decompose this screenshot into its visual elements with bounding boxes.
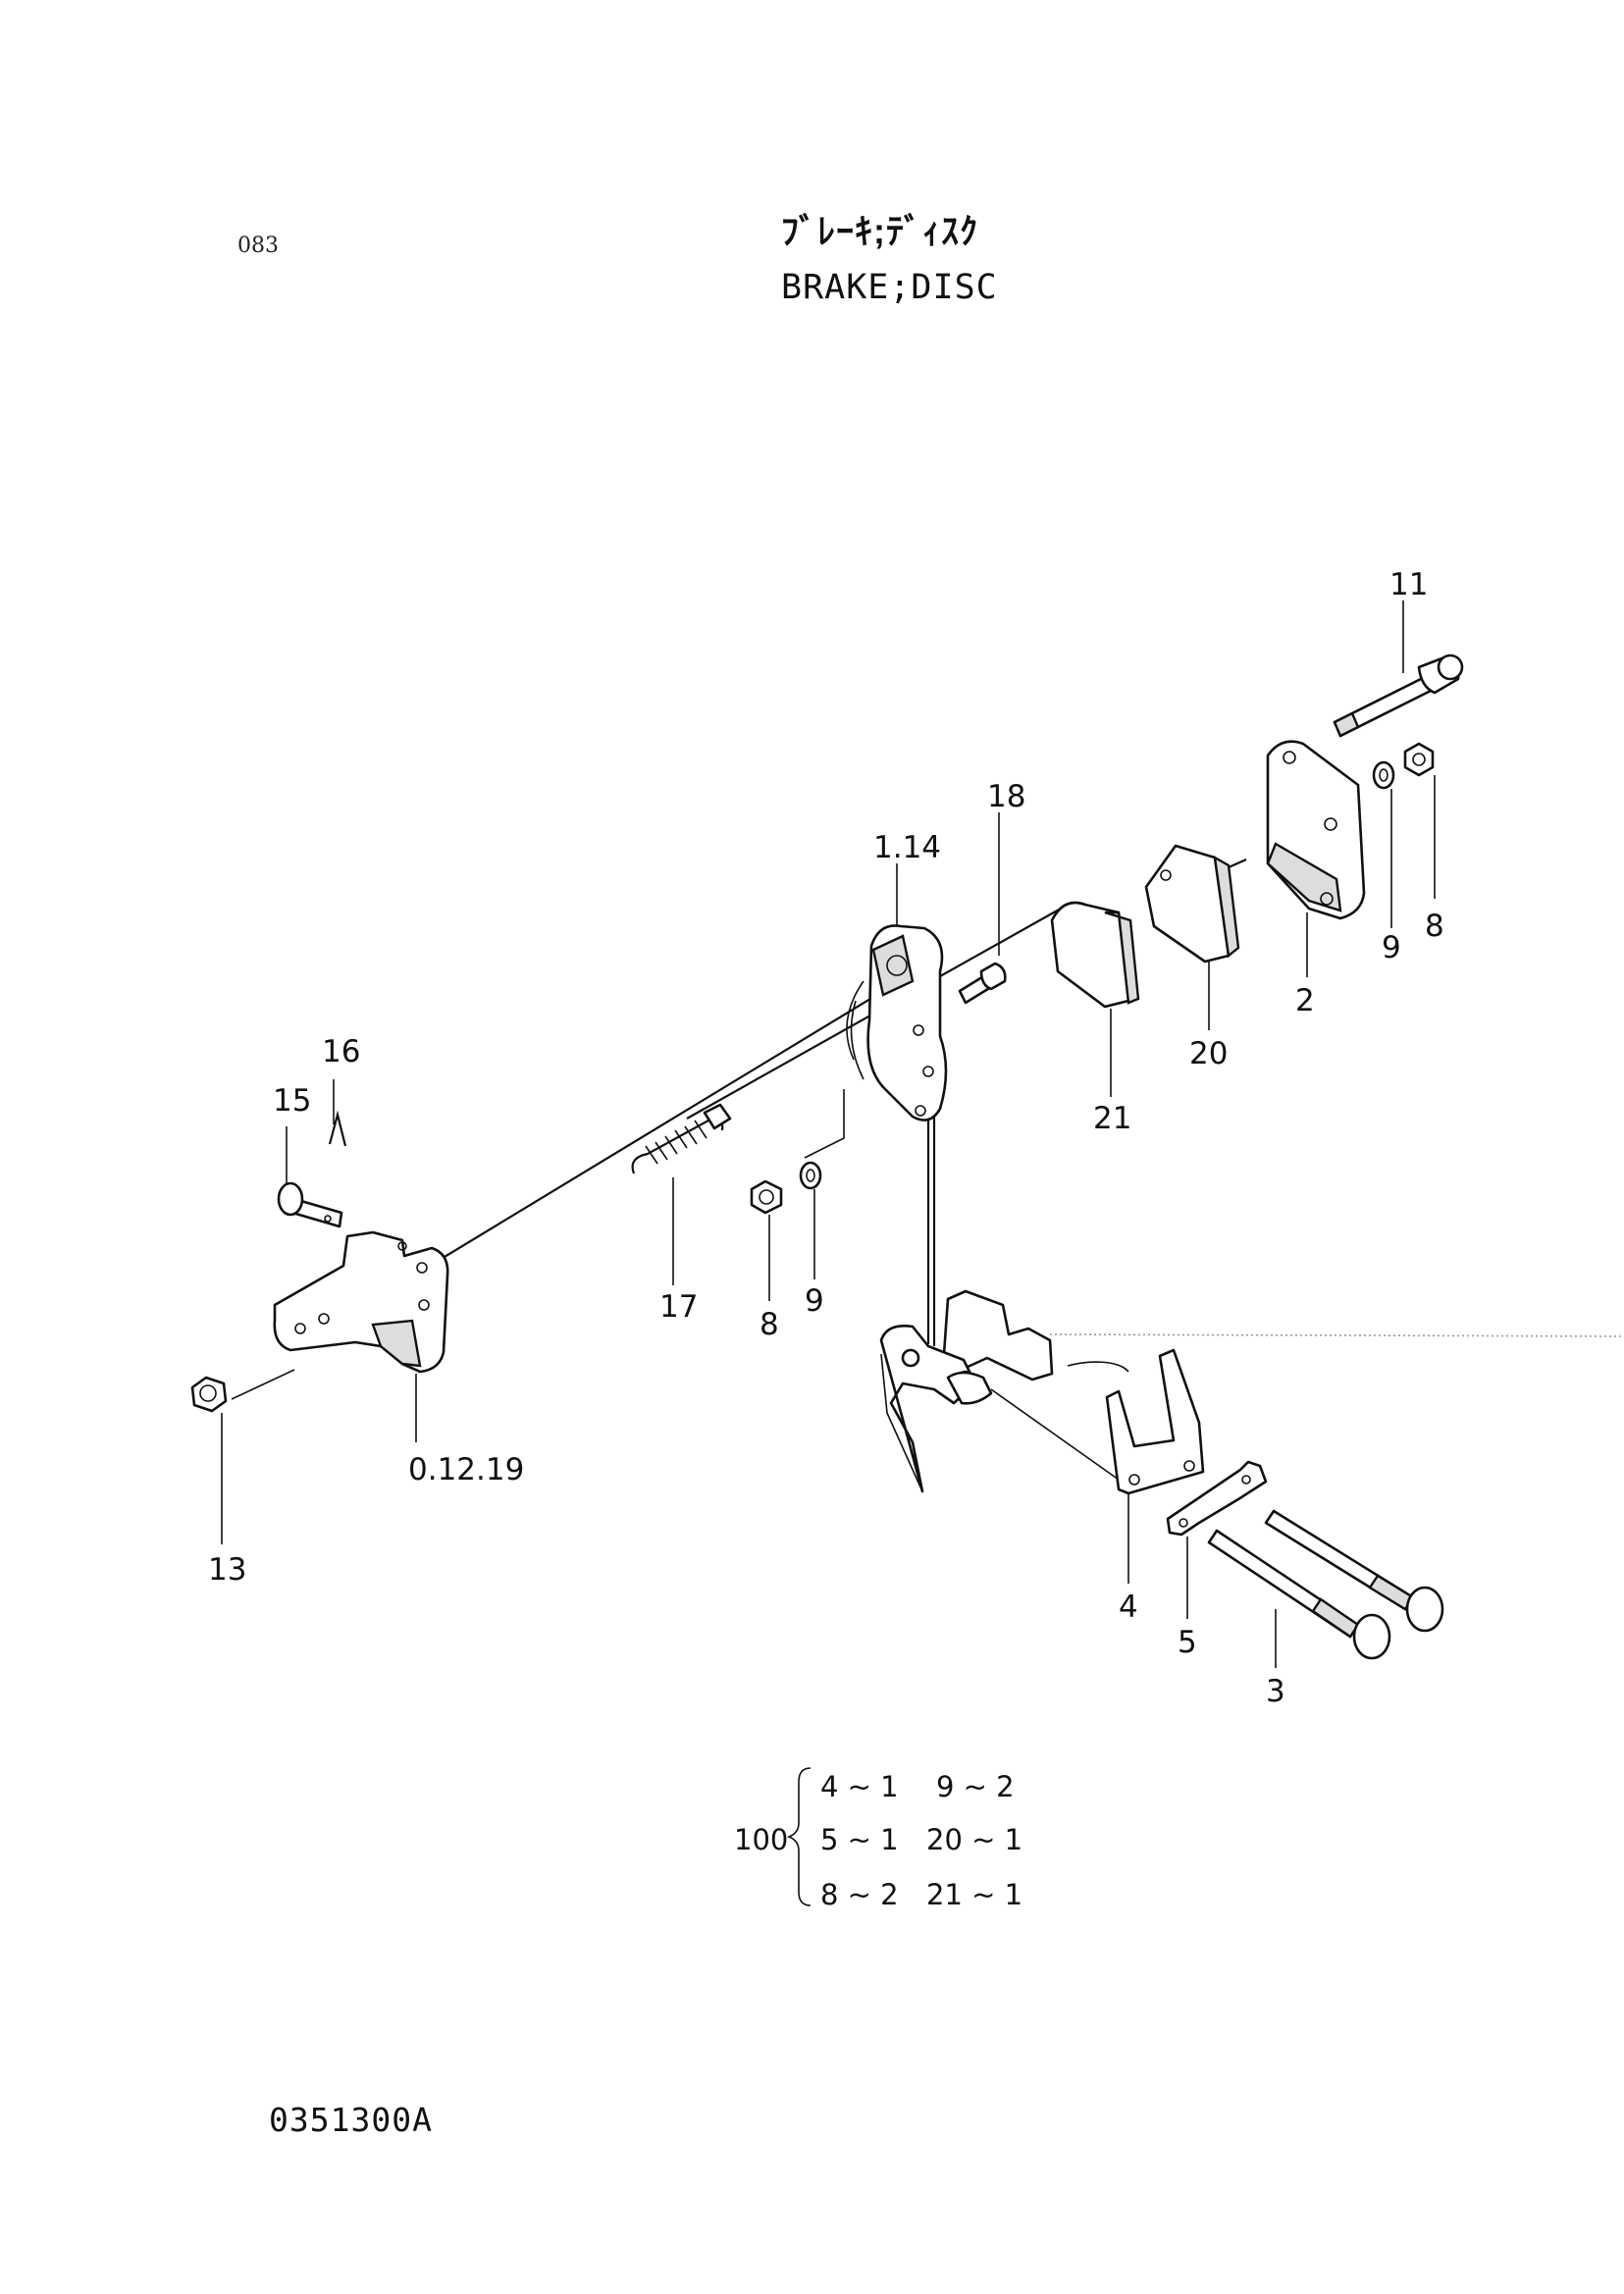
callout-0-12-19: 0.12.19 [408,1452,524,1487]
callout-15: 15 [273,1083,311,1119]
callout-18: 18 [987,779,1025,814]
page-number: 083 [237,234,279,258]
leader-lines [221,600,1436,1668]
caliper-body-1-14 [846,924,948,1121]
kit-number: 100 [734,1823,789,1856]
callout-17: 17 [659,1289,698,1325]
bolt-3-lower [1207,1529,1391,1660]
washer-9-middle [799,1161,822,1190]
kit-row-1-left: 4 ~ 1 [820,1770,899,1803]
bracket-4 [1105,1348,1205,1495]
nut-8-upper [1403,742,1435,777]
callout-8-middle: 8 [760,1307,779,1342]
callout-9-upper: 9 [1382,930,1401,965]
callout-4: 4 [1119,1590,1138,1625]
brake-pad-20 [1144,844,1247,964]
spring-17 [631,1103,732,1174]
kit-row-2-right: 20 ~ 1 [926,1823,1023,1856]
bolt-3-upper [1264,1509,1444,1633]
callout-1-14: 1.14 [873,830,941,865]
callout-13: 13 [208,1552,246,1588]
lock-plate-5 [1166,1460,1268,1537]
washer-9-upper [1372,760,1395,790]
callout-2: 2 [1295,983,1315,1018]
pin-18 [958,962,1007,1005]
callout-21: 21 [1093,1101,1131,1136]
spring-pin-16 [328,1110,347,1147]
callout-11: 11 [1389,567,1428,602]
kit-row-2-left: 5 ~ 1 [820,1823,899,1856]
pin-15 [277,1181,343,1228]
nut-13 [190,1376,228,1413]
title-english: BRAKE;DISC [781,268,998,307]
kit-row-1-right: 9 ~ 2 [936,1770,1015,1803]
kit-row-3-left: 8 ~ 2 [820,1878,899,1911]
kit-row-3-right: 21 ~ 1 [926,1878,1023,1911]
callout-3: 3 [1266,1674,1285,1709]
callout-labels: 11 18 1.14 9 8 2 20 21 16 15 17 8 9 0.12… [208,567,1444,1709]
callout-20: 20 [1189,1036,1228,1071]
callout-8-upper: 8 [1425,909,1444,944]
document-code: 0351300A [269,2101,433,2139]
bolt-11 [1333,653,1464,738]
callout-16: 16 [322,1034,360,1069]
assembly-lines [231,904,1624,1481]
caliper-bracket-2 [1266,740,1366,920]
callout-9-middle: 9 [805,1283,824,1319]
bracket-0-12-19 [273,1230,449,1374]
carrier-housing [879,1289,1054,1493]
callout-5: 5 [1178,1625,1197,1660]
brake-pad-21 [1050,901,1140,1009]
nut-8-middle [750,1179,783,1215]
title-japanese: ﾌﾞﾚｰｷ;ﾃﾞｨｽｸ [781,211,978,251]
kit-brace [786,1767,812,1906]
